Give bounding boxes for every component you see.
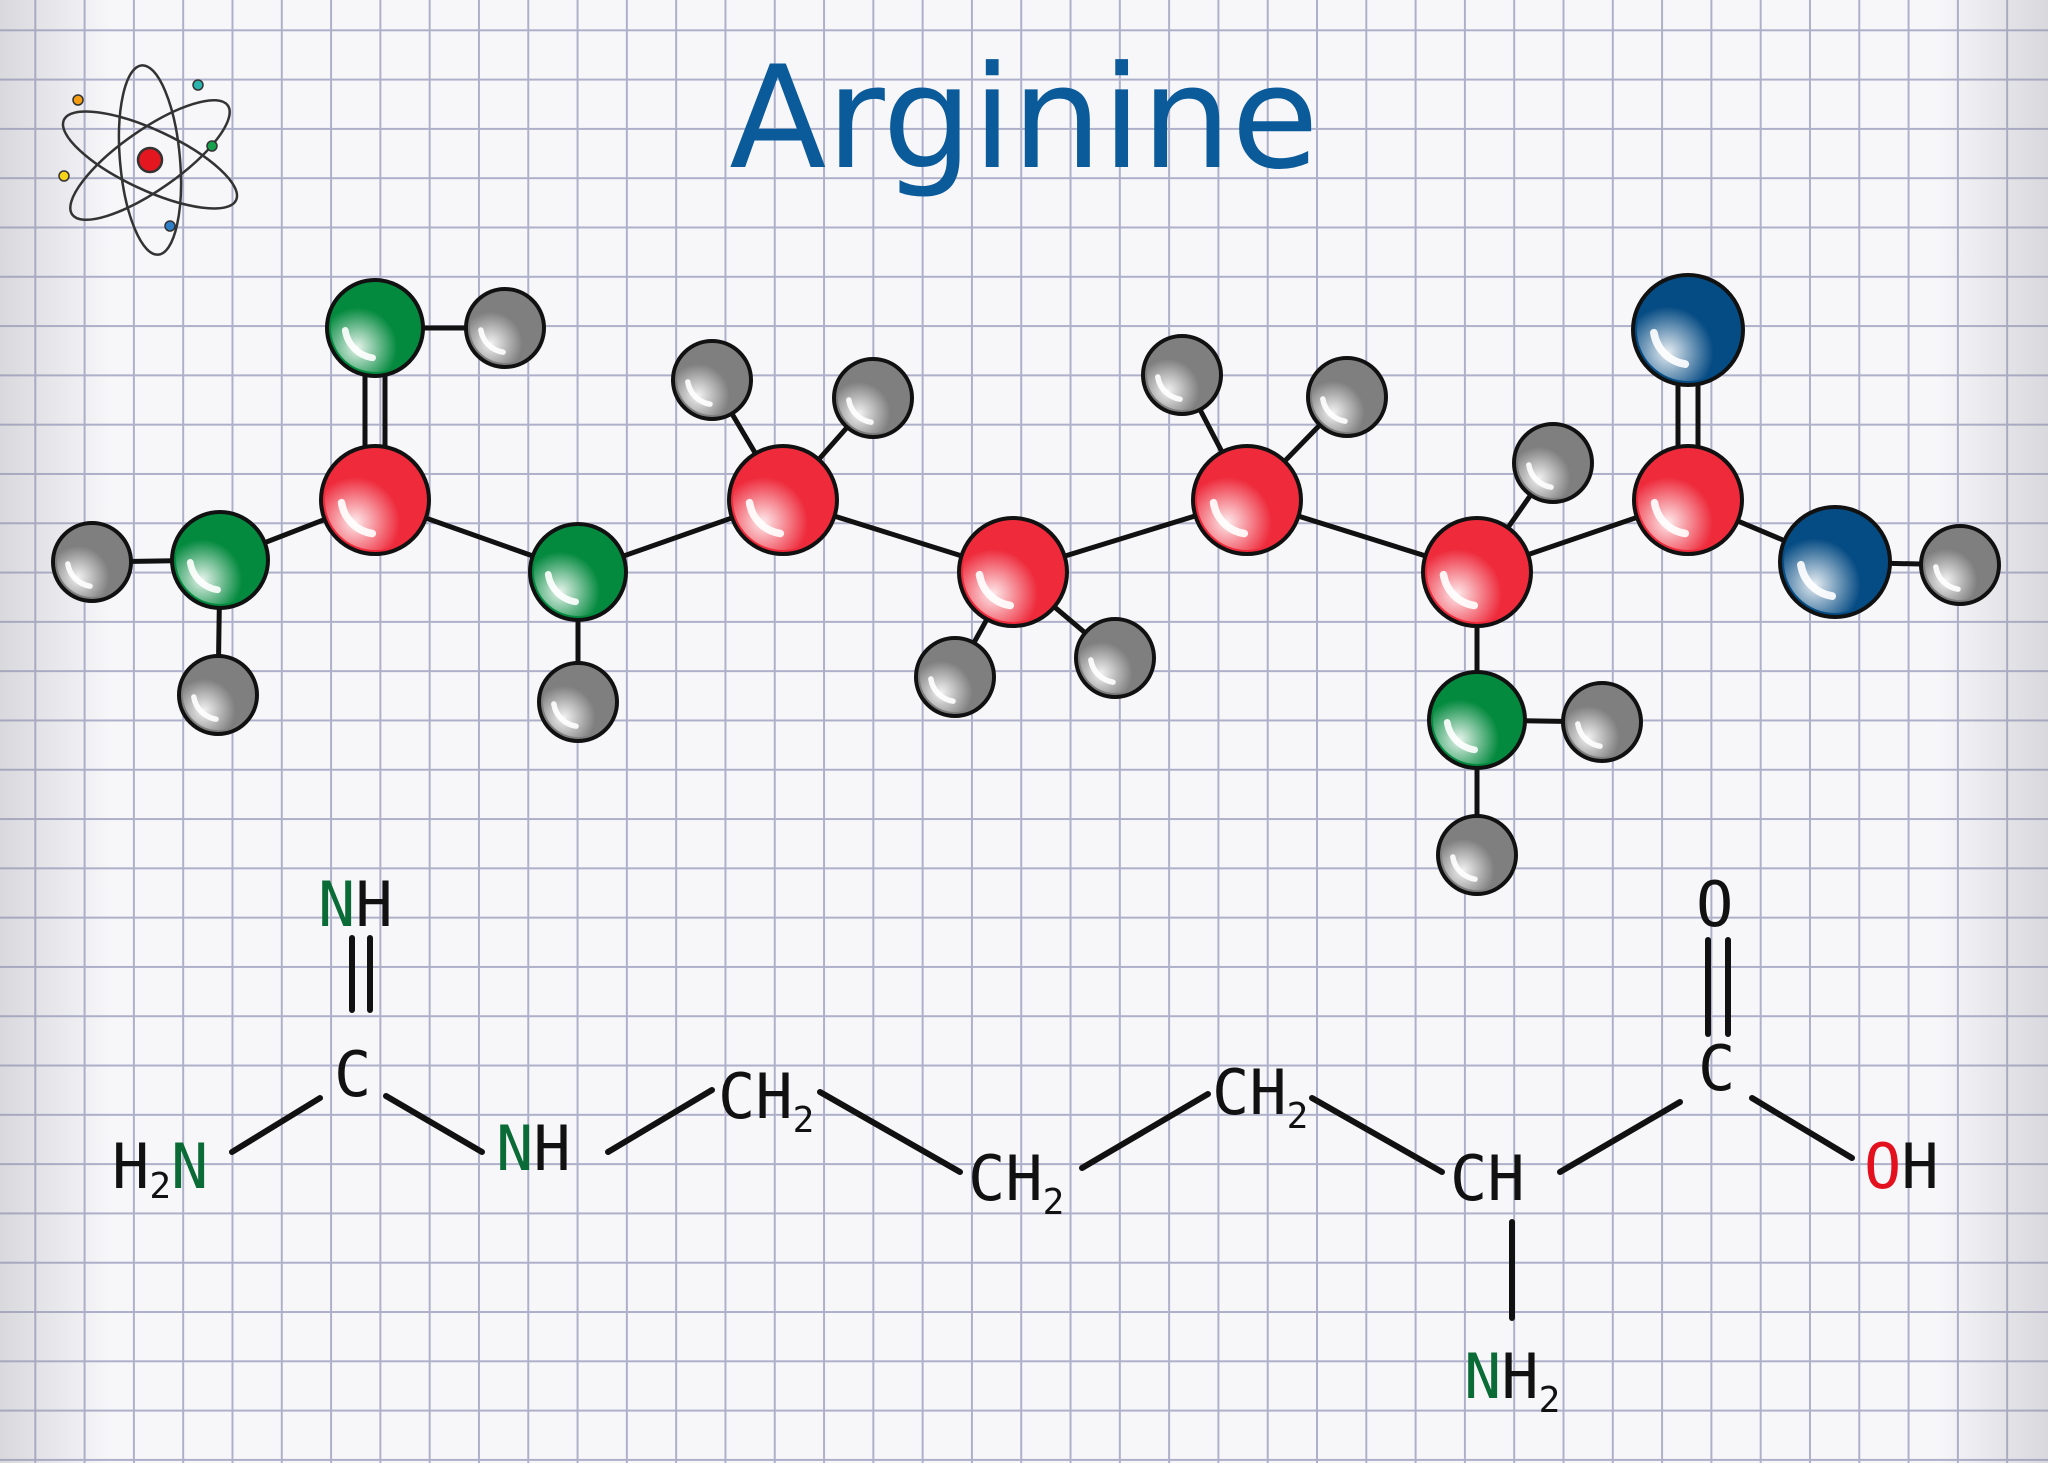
label-ch2-a: CH [718,1060,793,1133]
atom-c5 [1421,516,1533,628]
label-ch2-b-sub: 2 [1043,1182,1065,1223]
label-ch2-c-sub: 2 [1287,1096,1309,1137]
bond-ch2-ch2-a [817,1089,963,1175]
label-alpha-n: N [1464,1340,1501,1413]
atom-h1 [464,287,546,369]
atom-h9 [1141,334,1223,416]
svg-text:H2N: H2N [112,1130,208,1207]
label-imine-h: H [355,868,392,941]
atom-h3 [177,654,259,736]
atom-h13 [1436,814,1518,896]
svg-text:CH2: CH2 [1212,1056,1308,1137]
atom-h6 [832,357,914,439]
atom-o1 [1631,273,1745,387]
skeletal-bonds [229,935,1855,1321]
bond-nh-ch2 [605,1087,715,1155]
label-amine-h: H [112,1130,149,1203]
atom-c6 [1632,444,1744,556]
atom-h10 [1306,356,1388,438]
label-ch2-c: CH [1212,1056,1287,1129]
bond-ch-c [1557,1099,1683,1175]
atom-h8 [1074,617,1156,699]
label-nh-h: H [533,1112,570,1185]
label-amine-sub: 2 [149,1166,171,1207]
atom-h7 [914,636,996,718]
atom-n3 [528,522,628,622]
label-ch2-a-sub: 2 [793,1100,815,1141]
bond-c-nh2 [229,1095,323,1155]
label-ch2-b: CH [968,1142,1043,1215]
atom-c3 [957,516,1069,628]
atom-o2 [1778,505,1892,619]
label-nh-n: N [496,1112,533,1185]
atom-n4 [1427,670,1527,770]
label-carboxyl-c: C [1698,1032,1735,1105]
label-hydroxyl-o: O [1864,1130,1901,1203]
atom-h5 [671,339,753,421]
label-imine-n: N [318,868,355,941]
atom-h4 [537,661,619,743]
svg-text:NH: NH [318,868,393,941]
atom-h12 [1561,681,1643,763]
label-alpha-sub: 2 [1539,1380,1561,1421]
svg-text:NH: NH [496,1112,571,1185]
skeletal-labels: NH C H2N NH CH2 CH2 CH2 CH NH2 C O OH [112,868,1939,1421]
bond-ch2-ch [1309,1095,1445,1175]
atom-h11 [1512,422,1594,504]
bond-c-oh [1749,1095,1855,1161]
label-amidine-c: C [334,1038,371,1111]
molecule-title: Arginine [729,36,1319,201]
label-hydroxyl-h: H [1901,1130,1938,1203]
label-amine-n: N [171,1130,208,1203]
svg-text:CH2: CH2 [718,1060,814,1141]
ball-stick-atoms [51,273,2001,896]
bond-ch2-ch2-b [1079,1091,1211,1171]
label-alpha-ch: CH [1450,1142,1525,1215]
svg-text:NH2: NH2 [1464,1340,1560,1421]
atom-n2 [170,510,270,610]
atom-c4 [1191,444,1303,556]
atom-c1 [319,444,431,556]
atom-h14 [1919,524,2001,606]
label-alpha-h: H [1501,1340,1538,1413]
bond-c-nh [383,1093,485,1155]
atom-h2 [51,521,133,603]
label-carbonyl-o: O [1696,868,1733,941]
svg-text:CH2: CH2 [968,1142,1064,1223]
svg-text:OH: OH [1864,1130,1939,1203]
atom-icon [58,64,239,256]
atom-c2 [727,444,839,556]
atom-n1 [325,278,425,378]
